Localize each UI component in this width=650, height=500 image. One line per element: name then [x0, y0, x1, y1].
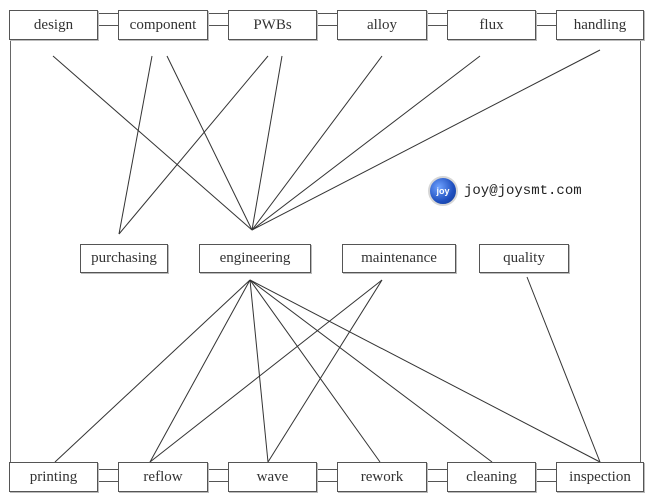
link-maintenance-to-wave — [267, 279, 383, 463]
node-pwbs: PWBs — [228, 10, 317, 40]
link-alloy-to-engineering — [251, 55, 383, 231]
node-inspection: inspection — [556, 462, 644, 492]
bottom-joint — [97, 469, 119, 482]
link-engineering-to-reflow — [149, 279, 251, 463]
bottom-joint — [426, 469, 448, 482]
node-purchasing: purchasing — [80, 244, 168, 273]
joy-logo-icon: joy — [428, 176, 458, 206]
node-component: component — [118, 10, 208, 40]
node-printing: printing — [9, 462, 98, 492]
watermark: joy joy@joysmt.com — [428, 176, 582, 206]
node-handling: handling — [556, 10, 644, 40]
link-pwbs-to-purchasing — [118, 55, 269, 235]
link-flux-to-engineering — [251, 55, 481, 231]
link-quality-to-inspection — [526, 276, 601, 463]
link-engineering-to-rework — [249, 279, 381, 463]
node-cleaning: cleaning — [447, 462, 536, 492]
node-reflow: reflow — [118, 462, 208, 492]
node-quality: quality — [479, 244, 569, 273]
node-rework: rework — [337, 462, 427, 492]
bottom-joint — [316, 469, 338, 482]
top-joint — [426, 13, 448, 26]
top-joint — [535, 13, 557, 26]
top-joint — [97, 13, 119, 26]
bottom-joint — [535, 469, 557, 482]
node-flux: flux — [447, 10, 536, 40]
node-alloy: alloy — [337, 10, 427, 40]
link-handling-to-engineering — [251, 49, 601, 231]
node-maintenance: maintenance — [342, 244, 456, 273]
link-component-to-engineering — [166, 55, 253, 231]
link-engineering-to-cleaning — [249, 279, 493, 463]
link-maintenance-to-reflow — [149, 279, 383, 463]
link-design-to-engineering — [52, 55, 253, 231]
link-engineering-to-inspection — [249, 279, 601, 463]
watermark-email: joy@joysmt.com — [464, 183, 582, 199]
node-engineering: engineering — [199, 244, 311, 273]
top-joint — [316, 13, 338, 26]
bottom-joint — [207, 469, 229, 482]
link-engineering-to-printing — [54, 279, 251, 463]
node-wave: wave — [228, 462, 317, 492]
top-joint — [207, 13, 229, 26]
node-design: design — [9, 10, 98, 40]
link-engineering-to-wave — [249, 279, 269, 463]
link-pwbs-to-engineering — [251, 55, 283, 231]
link-component-to-purchasing — [118, 55, 153, 235]
